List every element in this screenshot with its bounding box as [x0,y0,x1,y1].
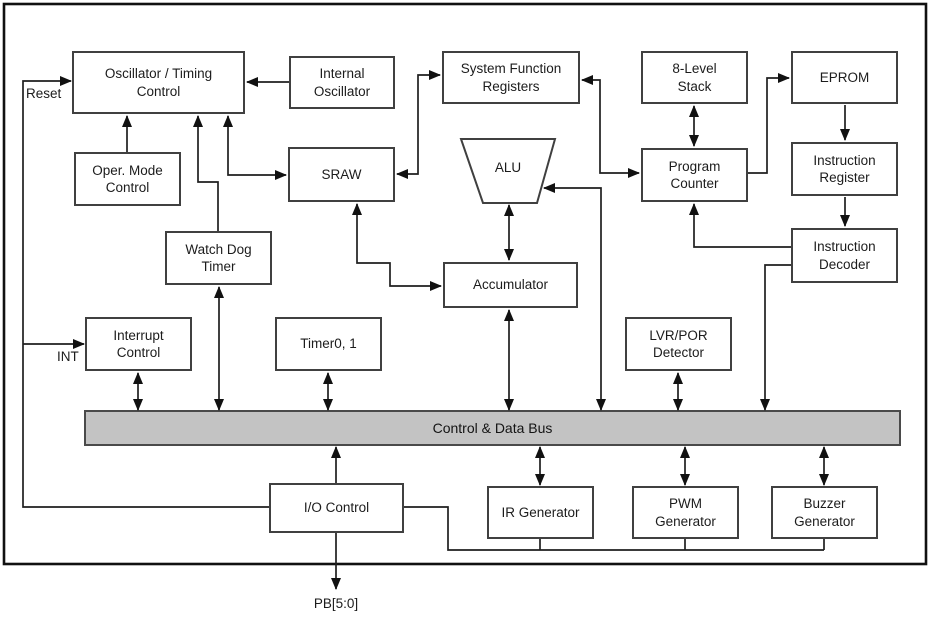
conn-pc-eprom [748,73,790,174]
conn-osc-sraw [223,115,287,180]
node-timer0-1: Timer0, 1 [275,317,382,371]
node-accumulator: Accumulator [443,262,578,308]
node-watch-dog-timer: Watch Dog Timer [165,231,272,285]
node-buzzer-generator: Buzzer Generator [771,486,878,539]
conn-alu-bus [543,183,606,411]
node-label: Buzzer Generator [794,496,855,529]
conn-ioctrl-reset-osc [22,76,269,508]
node-label: Oper. Mode Control [92,162,163,195]
node-label: PWM Generator [655,496,716,529]
int-label: INT [57,349,79,364]
node-label: LVR/POR Detector [649,327,708,360]
pb-port-label: PB[5:0] [313,596,359,611]
node-label: Watch Dog Timer [185,241,252,274]
node-instruction-decoder: Instruction Decoder [791,228,898,283]
reset-label: Reset [26,86,62,101]
node-label: EPROM [819,69,870,85]
node-label: ALU [494,160,522,176]
node-label: System Function Registers [460,61,562,94]
conn-id-pc [689,203,791,248]
node-label: Program Counter [668,158,721,191]
node-alu: ALU [461,139,555,197]
node-label: Interrupt Control [113,327,164,360]
node-eprom: EPROM [791,51,898,104]
node-label: Internal Oscillator [313,66,371,99]
node-instruction-register: Instruction Register [791,142,898,196]
node-label: I/O Control [303,500,370,516]
node-label: 8-Level Stack [672,61,717,94]
node-label: Instruction Decoder [813,239,876,272]
node-8-level-stack: 8-Level Stack [641,51,748,104]
node-oper-mode-control: Oper. Mode Control [74,152,181,206]
node-interrupt-control: Interrupt Control [85,317,192,371]
outer-border [2,2,928,566]
bus-label: Control & Data Bus [432,420,553,436]
node-io-control: I/O Control [269,483,404,533]
node-system-function-registers: System Function Registers [442,51,580,104]
node-ir-generator: IR Generator [487,486,594,539]
node-oscillator-timing-control: Oscillator / Timing Control [72,51,245,114]
conn-sfr-pc [581,75,640,178]
conn-ioctrl-generators-rail [404,506,824,551]
node-label: Oscillator / Timing Control [104,66,213,99]
conn-wdt-osc [193,115,219,231]
node-label: Accumulator [472,277,549,293]
conn-id-bus [760,264,791,411]
control-data-bus: Control & Data Bus [85,411,900,445]
alu-trapezoid [459,138,557,204]
control-data-bus-bar [84,410,901,446]
node-label: Instruction Register [813,152,876,185]
node-sraw: SRAW [288,147,395,202]
conn-sraw-accumulator [352,203,442,291]
node-pwm-generator: PWM Generator [632,486,739,539]
conn-sraw-sfr [396,70,441,179]
node-label: Timer0, 1 [300,336,357,352]
node-lvr-por-detector: LVR/POR Detector [625,317,732,371]
node-internal-oscillator: Internal Oscillator [289,56,395,109]
node-label: SRAW [321,166,362,182]
node-label: IR Generator [501,504,580,520]
node-program-counter: Program Counter [641,148,748,202]
